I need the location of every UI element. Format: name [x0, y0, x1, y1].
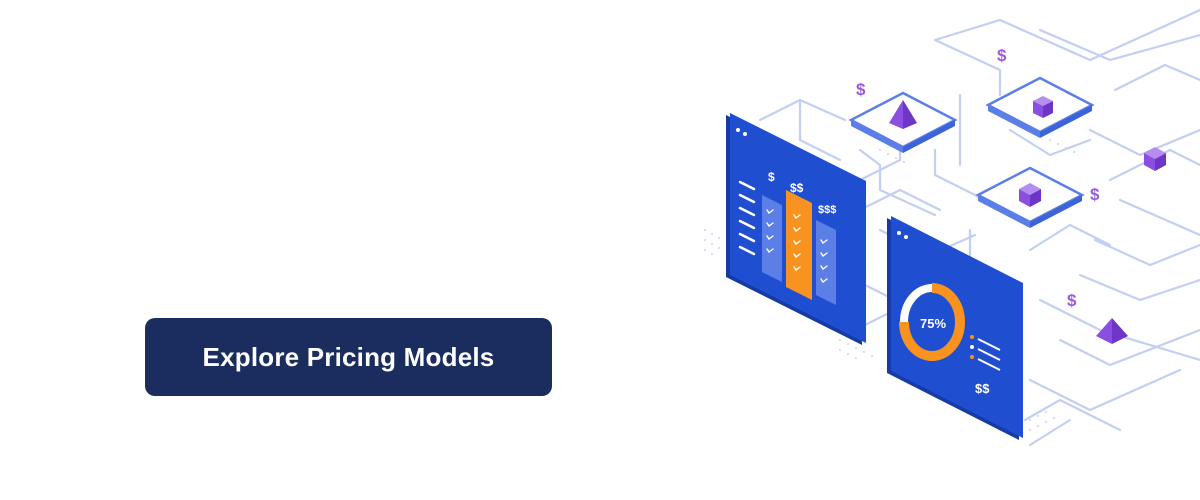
explore-pricing-models-button[interactable]: Explore Pricing Models: [145, 318, 552, 396]
tier-column-standard: [786, 190, 812, 300]
tier-label-basic: $: [768, 170, 775, 184]
cube-icon: [1144, 147, 1166, 171]
circuit-lines: [758, 8, 1200, 447]
tier-column-basic: [762, 195, 782, 282]
dollar-symbol-5: $: [1067, 291, 1077, 310]
donut-chart: 75%: [899, 283, 965, 361]
iso-tile-cube-middle: [975, 166, 1085, 228]
dollar-symbol-1: $: [997, 46, 1007, 65]
donut-chart-window: 75% $$: [887, 216, 1023, 440]
pricing-table-window: $ $$ $$$: [726, 113, 866, 345]
chart-price-label: $$: [975, 381, 990, 396]
chart-legend: [970, 335, 1001, 371]
dollar-symbol-2: $: [856, 80, 866, 99]
tier-label-standard: $$: [790, 181, 804, 195]
feature-list-lines: [738, 180, 756, 256]
iso-tile-pyramid: [848, 91, 958, 153]
dollar-symbol-4: $: [1090, 185, 1100, 204]
iso-tile-cube-top: [985, 76, 1095, 138]
dot-patterns: [704, 139, 1075, 431]
pyramid-icon: [1096, 318, 1128, 344]
check-icons: [766, 209, 828, 284]
donut-arc: [899, 283, 965, 361]
tier-column-premium: [816, 220, 836, 305]
tier-label-premium: $$$: [818, 204, 836, 216]
donut-percent-label: 75%: [920, 316, 946, 331]
